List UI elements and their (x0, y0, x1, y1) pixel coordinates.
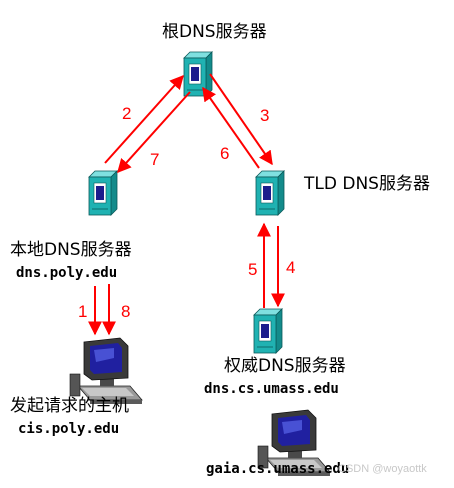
local-dns-server-hostname: dns.poly.edu (16, 265, 118, 281)
requesting-host-hostname: cis.poly.edu (18, 421, 120, 437)
requesting-host-label: 发起请求的主机 (10, 396, 129, 416)
authoritative-dns-server-hostname: dns.cs.umass.edu (204, 381, 339, 397)
root-dns-server-icon (183, 51, 213, 97)
root-dns-server-label: 根DNS服务器 (162, 22, 267, 42)
local-dns-server-icon (88, 170, 118, 216)
requesting-host-computer-icon (69, 337, 143, 405)
authoritative-dns-server-label: 权威DNS服务器 (224, 356, 346, 376)
step-number-4: 4 (286, 258, 296, 277)
tld-dns-server-label: TLD DNS服务器 (304, 174, 430, 194)
arrow-step-2 (104, 74, 184, 164)
authoritative-dns-server-icon (253, 308, 283, 354)
target-host-hostname: gaia.cs.umass.edu (206, 461, 350, 477)
step-number-6: 6 (220, 144, 230, 163)
step-number-3: 3 (260, 106, 270, 125)
step-number-2: 2 (122, 104, 132, 123)
arrow-step-6 (202, 86, 260, 169)
local-dns-server-label: 本地DNS服务器 (10, 240, 132, 260)
arrow-step-7 (117, 91, 191, 174)
tld-dns-server-icon (255, 170, 285, 216)
step-number-1: 1 (78, 302, 88, 321)
watermark: CSDN @woyaottk (338, 463, 427, 475)
arrow-step-3 (209, 73, 273, 166)
step-number-5: 5 (248, 260, 258, 279)
step-number-8: 8 (121, 302, 131, 321)
step-number-7: 7 (150, 150, 160, 169)
